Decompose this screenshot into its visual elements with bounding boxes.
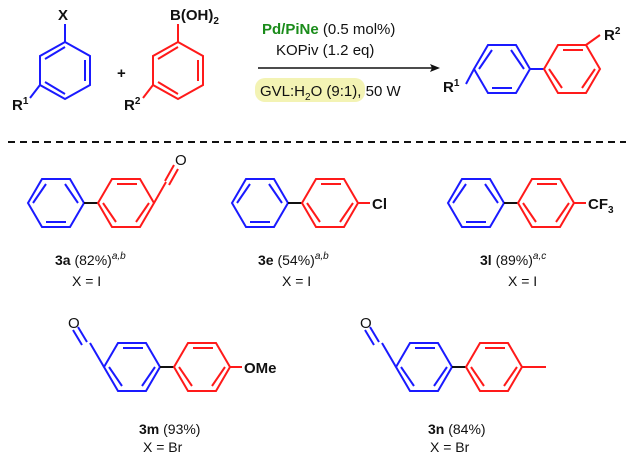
- boronic-acid-structure: [142, 24, 204, 101]
- product-3e-label: 3e (54%)a,b: [258, 251, 329, 268]
- solvent-label: GVL:H2O (9:1), 50 W: [260, 83, 401, 103]
- product-3n-oxygen: O: [360, 315, 372, 332]
- product-3m-label: 3m (93%): [139, 421, 200, 437]
- product-3e-structure: [230, 178, 370, 228]
- catalyst-label: Pd/PiNe (0.5 mol%): [262, 21, 395, 38]
- reaction-arrowhead: [430, 64, 440, 72]
- product-r2-label: R2: [604, 26, 621, 44]
- aryl-halide-structure: [29, 24, 91, 101]
- product-3m-oxygen: O: [68, 315, 80, 332]
- r2-label: R2: [124, 96, 141, 114]
- product-3l-label: 3l (89%)a,c: [480, 251, 546, 268]
- product-biphenyl-structure: [465, 34, 602, 94]
- plus-sign: +: [117, 65, 126, 82]
- product-3n-halide: X = Br: [430, 439, 470, 455]
- base-label: KOPiv (1.2 eq): [276, 42, 374, 59]
- product-3m-structure: [72, 326, 242, 392]
- product-3e-chloro: Cl: [372, 196, 387, 213]
- product-3a-label: 3a (82%)a,b: [55, 251, 126, 268]
- product-3l-halide: X = I: [508, 273, 537, 289]
- boronic-acid-label: B(OH)2: [170, 7, 219, 27]
- product-3l-cf3: CF3: [588, 196, 614, 216]
- product-3e-halide: X = I: [282, 273, 311, 289]
- product-3m-halide: X = Br: [143, 439, 183, 455]
- solvent-highlight: [255, 78, 365, 102]
- product-r1-label: R1: [443, 78, 460, 96]
- product-3a-structure: [26, 164, 179, 228]
- product-3l-structure: [446, 178, 586, 228]
- r1-label: R1: [12, 96, 29, 114]
- product-3a-halide: X = I: [72, 273, 101, 289]
- product-3m-methoxy: OMe: [244, 360, 277, 377]
- product-3n-structure: [364, 326, 546, 392]
- product-3a-oxygen: O: [175, 152, 187, 169]
- product-3n-label: 3n (84%): [428, 421, 486, 437]
- halide-x-label: X: [58, 7, 68, 24]
